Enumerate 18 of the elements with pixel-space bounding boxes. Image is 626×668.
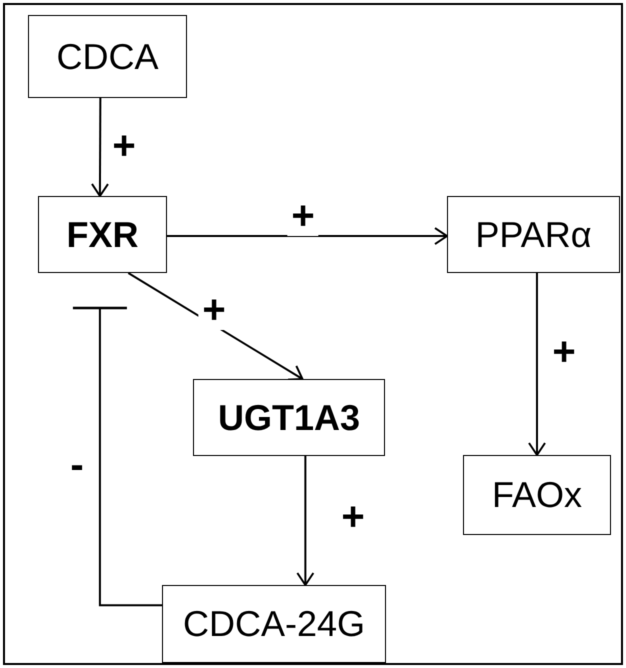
node-label: CDCA [56, 38, 158, 74]
arrow [528, 273, 546, 456]
arrow [296, 455, 314, 586]
process-box [193, 379, 385, 456]
process-box [447, 196, 620, 273]
process-box [463, 455, 611, 535]
node-label: FXR [66, 216, 138, 252]
arrow [90, 98, 109, 197]
inhibition-line [72, 306, 162, 606]
arrow [167, 227, 448, 246]
node-label: FAOx [492, 477, 582, 513]
process-box [162, 585, 386, 663]
arrow [128, 272, 304, 381]
process-box [28, 15, 187, 98]
process-box [38, 196, 167, 273]
node-label: PPARα [475, 216, 592, 252]
node-label: UGT1A3 [218, 400, 360, 436]
node-label: CDCA-24G [182, 606, 366, 642]
